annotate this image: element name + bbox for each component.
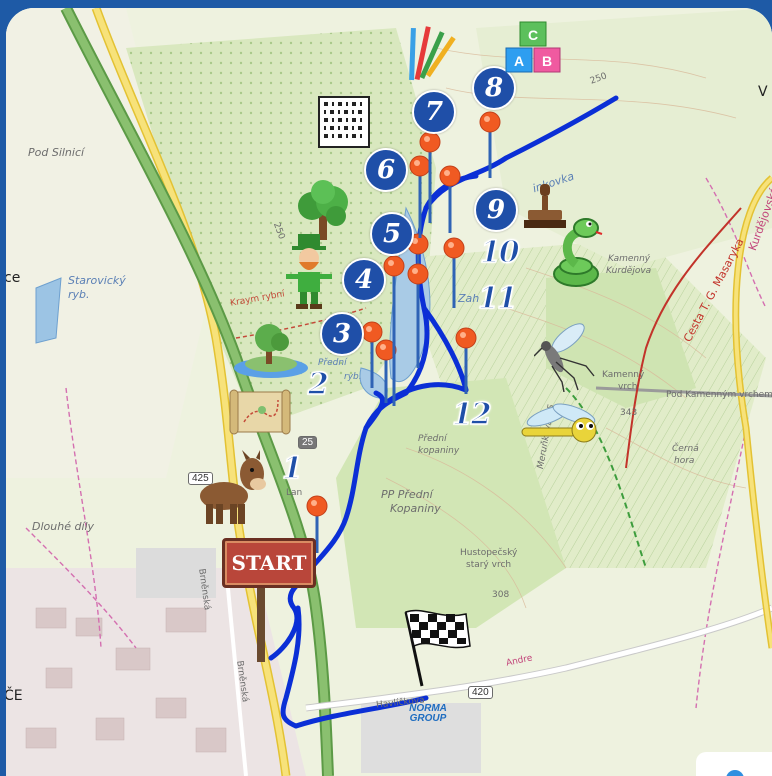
pin-marker-8[interactable]: [479, 111, 501, 133]
station-number-7[interactable]: 7: [412, 90, 456, 134]
label-ce-left: ce: [6, 270, 21, 286]
label-pod-silnici: Pod Silnicí: [28, 146, 85, 159]
pin-marker-7[interactable]: [419, 131, 441, 153]
svg-text:A: A: [514, 53, 524, 69]
pin-highlight-12: [460, 332, 466, 338]
label-kamenny-kurdejova: Kamenný: [608, 254, 651, 264]
label-elev-308: 308: [492, 590, 510, 600]
label-starovicky-ryb: ryb.: [68, 288, 90, 301]
station-number-5[interactable]: 5: [370, 212, 414, 256]
label-elev-343: 343: [620, 408, 638, 418]
pin-highlight-5: [412, 238, 418, 244]
pin-highlight-9: [444, 170, 450, 176]
pin-marker-11[interactable]: [407, 263, 429, 285]
start-sign-icon[interactable]: START: [222, 538, 316, 588]
pin-marker-10[interactable]: [443, 237, 465, 259]
pin-layer: [306, 111, 501, 553]
checkered-flag-icon: [404, 609, 471, 687]
location-dot-icon[interactable]: [726, 770, 744, 776]
station-number-10[interactable]: 10: [479, 235, 520, 270]
road-shield-25: 25: [298, 436, 318, 449]
pin-highlight-6: [414, 160, 420, 166]
station-number-6[interactable]: 6: [364, 148, 408, 192]
station-number-12[interactable]: 12: [451, 397, 492, 432]
label-dlouhe-dily: Dlouhé díly: [32, 520, 95, 533]
donkey-icon: [200, 450, 266, 524]
pond-island-icon: [234, 324, 308, 378]
label-stary-vrch: starý vrch: [466, 560, 512, 570]
station-number-4[interactable]: 4: [342, 258, 386, 302]
stamp-icon: [524, 184, 566, 228]
label-kamenny-vrch-2: vrch: [618, 382, 638, 392]
tree-icon: [298, 180, 348, 240]
pin-marker-12[interactable]: [455, 327, 477, 349]
map-canvas[interactable]: Pod Silnicí Starovický ryb. ce Přední ry…: [6, 8, 772, 776]
start-sign-post: [257, 582, 265, 662]
binary-grid-icon: [318, 96, 370, 148]
label-lan: Lan: [286, 488, 303, 498]
label-kamenny-vrch: Kamenný: [602, 370, 645, 380]
map-corner-widget[interactable]: [696, 752, 772, 776]
pin-highlight-8: [484, 116, 490, 122]
label-hustopecsky: Hustopečský: [460, 548, 518, 558]
pin-highlight-4: [388, 260, 394, 266]
pin-marker-9[interactable]: [439, 165, 461, 187]
station-number-2[interactable]: 2: [307, 367, 329, 402]
station-number-11[interactable]: 11: [477, 281, 518, 316]
station-number-3[interactable]: 3: [320, 312, 364, 356]
label-pp-predni: PP Přední: [381, 488, 433, 501]
pin-marker-6[interactable]: [409, 155, 431, 177]
pin-highlight-7: [424, 136, 430, 142]
label-ce-bottom: ČE: [6, 688, 23, 704]
pin-marker-1[interactable]: [306, 495, 328, 517]
svg-text:B: B: [542, 53, 552, 69]
label-zah: Zah: [458, 292, 480, 305]
norma-group-logo: NORMA GROUP: [389, 704, 467, 728]
pin-highlight-11: [412, 268, 418, 274]
label-v-right: V: [758, 84, 768, 100]
snake-icon: [553, 218, 603, 287]
station-number-9[interactable]: 9: [474, 188, 518, 232]
label-cerna: Černá: [672, 444, 699, 454]
label-pp-kopaniny: Kopaniny: [390, 502, 441, 515]
dragonfly-icon: [521, 403, 597, 443]
colored-pencils-icon: [409, 26, 456, 81]
pin-marker-3[interactable]: [361, 321, 383, 343]
norma-logo-line2: GROUP: [409, 713, 447, 724]
pin-highlight-2: [380, 344, 386, 350]
svg-text:C: C: [528, 27, 538, 43]
label-predni-kopaniny-2: kopaniny: [418, 446, 460, 456]
label-predni-ryb-2: ryb.: [344, 372, 362, 382]
pin-highlight-1: [311, 500, 317, 506]
leprechaun-icon: [286, 234, 332, 309]
station-number-1[interactable]: 1: [281, 451, 303, 486]
treasure-map-icon: [229, 389, 291, 435]
label-hora: hora: [674, 456, 695, 466]
label-predni-ryb: Přední: [318, 358, 347, 368]
road-shield-420: 420: [468, 686, 493, 699]
pin-highlight-3: [366, 326, 372, 332]
mosquito-icon: [534, 323, 595, 392]
label-predni-kopaniny: Přední: [418, 434, 447, 444]
norma-logo-line1: NORMA: [409, 703, 447, 714]
label-kurdejova: Kurdějova: [606, 266, 652, 276]
abc-blocks-icon: C A B: [505, 21, 561, 73]
pin-marker-4[interactable]: [383, 255, 405, 277]
label-starovicky: Starovický: [68, 274, 126, 287]
station-number-8[interactable]: 8: [472, 66, 516, 110]
label-pod-kamennym: Pod Kamenným vrchem: [666, 390, 772, 400]
pin-highlight-10: [448, 242, 454, 248]
road-shield-425: 425: [188, 472, 213, 485]
